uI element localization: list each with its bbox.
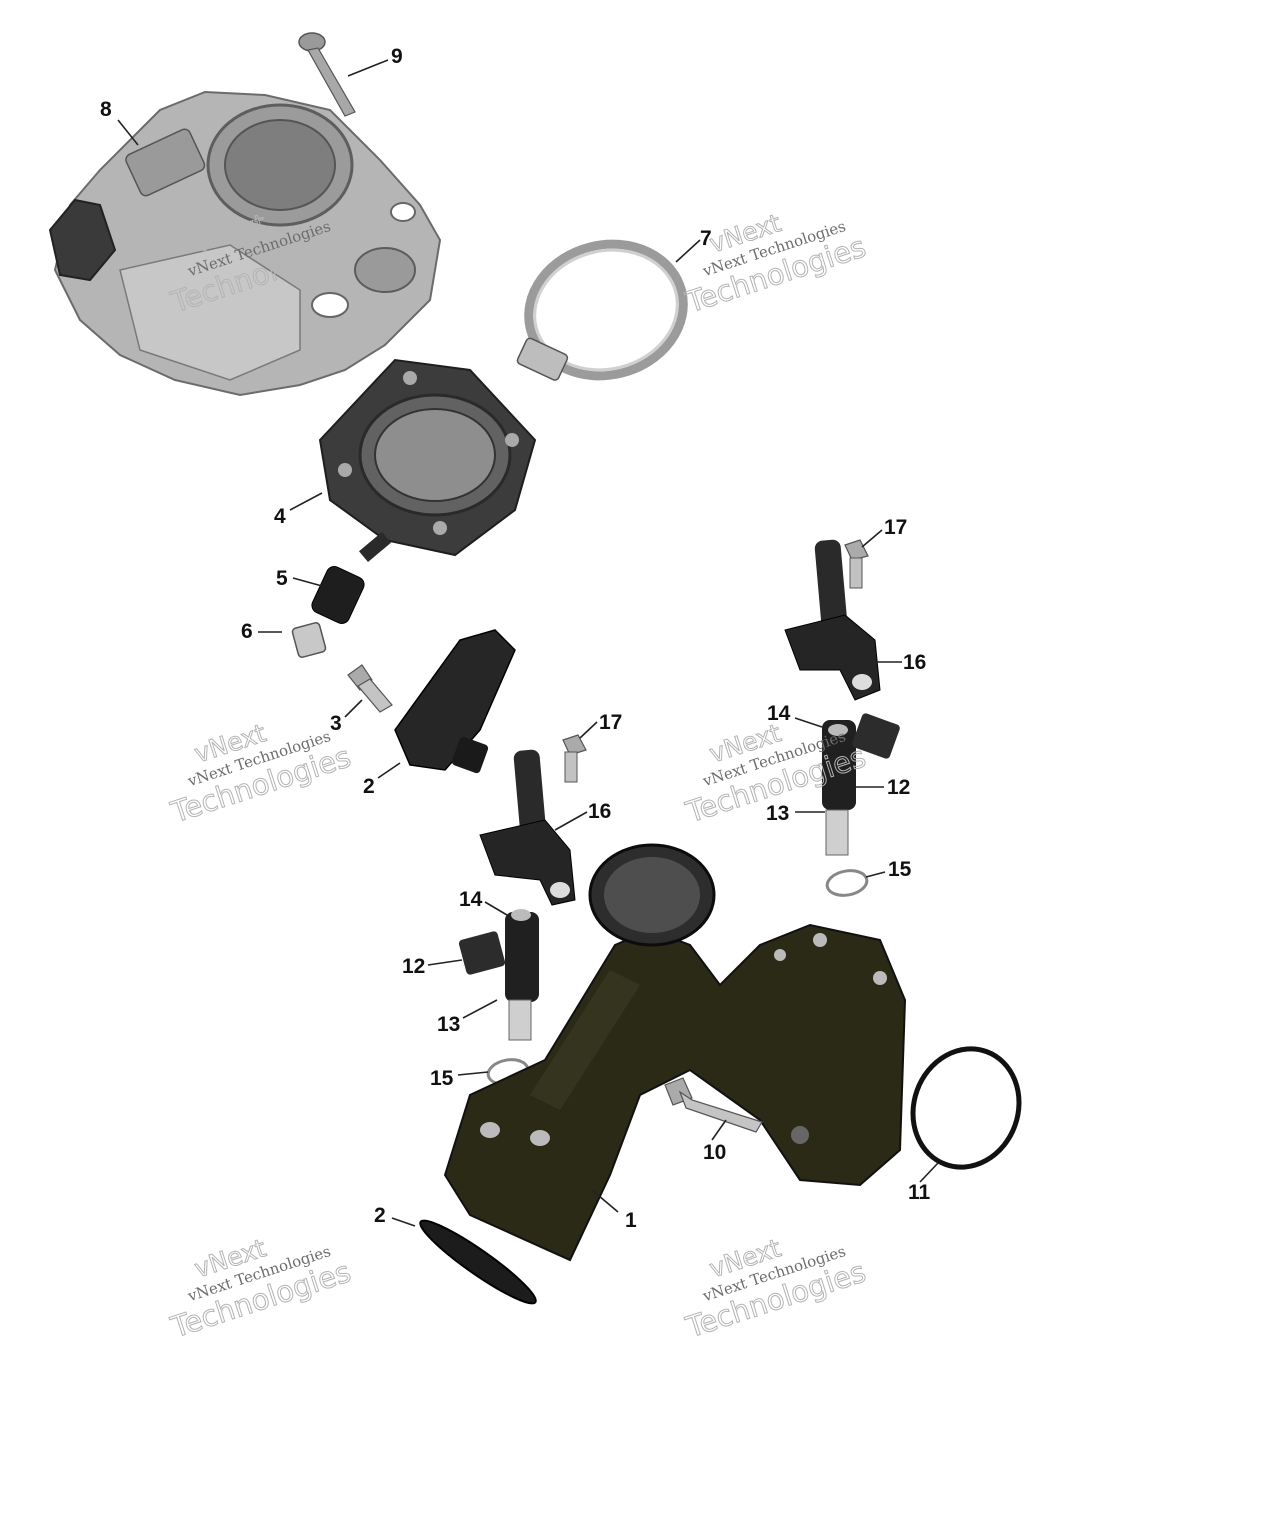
gasket-part-2-left [419,1219,537,1305]
injector-holder-part-upper [784,539,881,701]
callout-17-lower: 17 [599,711,622,734]
gasket-part-2-right [910,1046,1022,1170]
adaptor-flange-part [318,358,537,563]
throttle-body-part [48,90,442,397]
callout-3: 10 [703,1141,726,1164]
callout-15-upper: 15 [888,858,912,881]
callout-17-upper: 17 [884,516,907,539]
callout-5: 3 [330,712,342,735]
callout-10: 8 [100,98,112,121]
injector-holder-part-lower [479,749,576,906]
hose-clamp-part [516,239,688,381]
callout-4: 2 [363,775,375,798]
callout-13-lower: 13 [437,1013,460,1036]
watermark-bottom-left: vNext vNext Technologies Technologies [166,1233,356,1345]
bolt-part-3 [664,1077,763,1133]
callout-12-lower: 12 [402,955,425,978]
hose-clip-part [291,622,327,658]
callout-labels: 9 8 7 4 5 6 3 2 17 16 14 12 13 15 17 16 … [100,45,931,1232]
callout-9: 7 [700,227,712,250]
watermark-bottom-right: vNext vNext Technologies Technologies [681,1233,871,1345]
map-sensor-part [394,629,516,774]
leader-lines [117,59,939,1227]
bolt-part-5 [347,664,393,713]
callout-14-lower: 14 [459,888,483,911]
o-ring-part-15-upper [825,869,869,897]
callout-6: 4 [274,505,286,528]
callout-2-right: 11 [908,1181,931,1204]
callout-13-upper: 13 [766,802,789,825]
screw-part-11 [298,32,356,117]
callout-15-lower: 15 [430,1067,454,1090]
callout-7: 5 [276,567,288,590]
hose-part [311,566,365,624]
watermark-top-right: vNext vNext Technologies Technologies [681,208,871,320]
fuel-injector-part-upper [822,713,900,856]
bolt-part-17-lower [562,734,587,783]
callout-2-left: 2 [374,1204,386,1227]
callout-12-upper: 12 [887,776,910,799]
callout-11: 9 [391,45,403,68]
bolt-part-17-upper [844,539,869,589]
callout-1: 1 [625,1209,637,1232]
watermark-mid-left: vNext vNext Technologies Technologies [166,718,356,830]
intake-manifold-part [443,843,907,1262]
callout-8: 6 [241,620,253,643]
callout-16-lower: 16 [588,800,611,823]
fuel-injector-part-lower [458,909,539,1041]
callout-16-upper: 16 [903,651,926,674]
callout-14-upper: 14 [767,702,791,725]
